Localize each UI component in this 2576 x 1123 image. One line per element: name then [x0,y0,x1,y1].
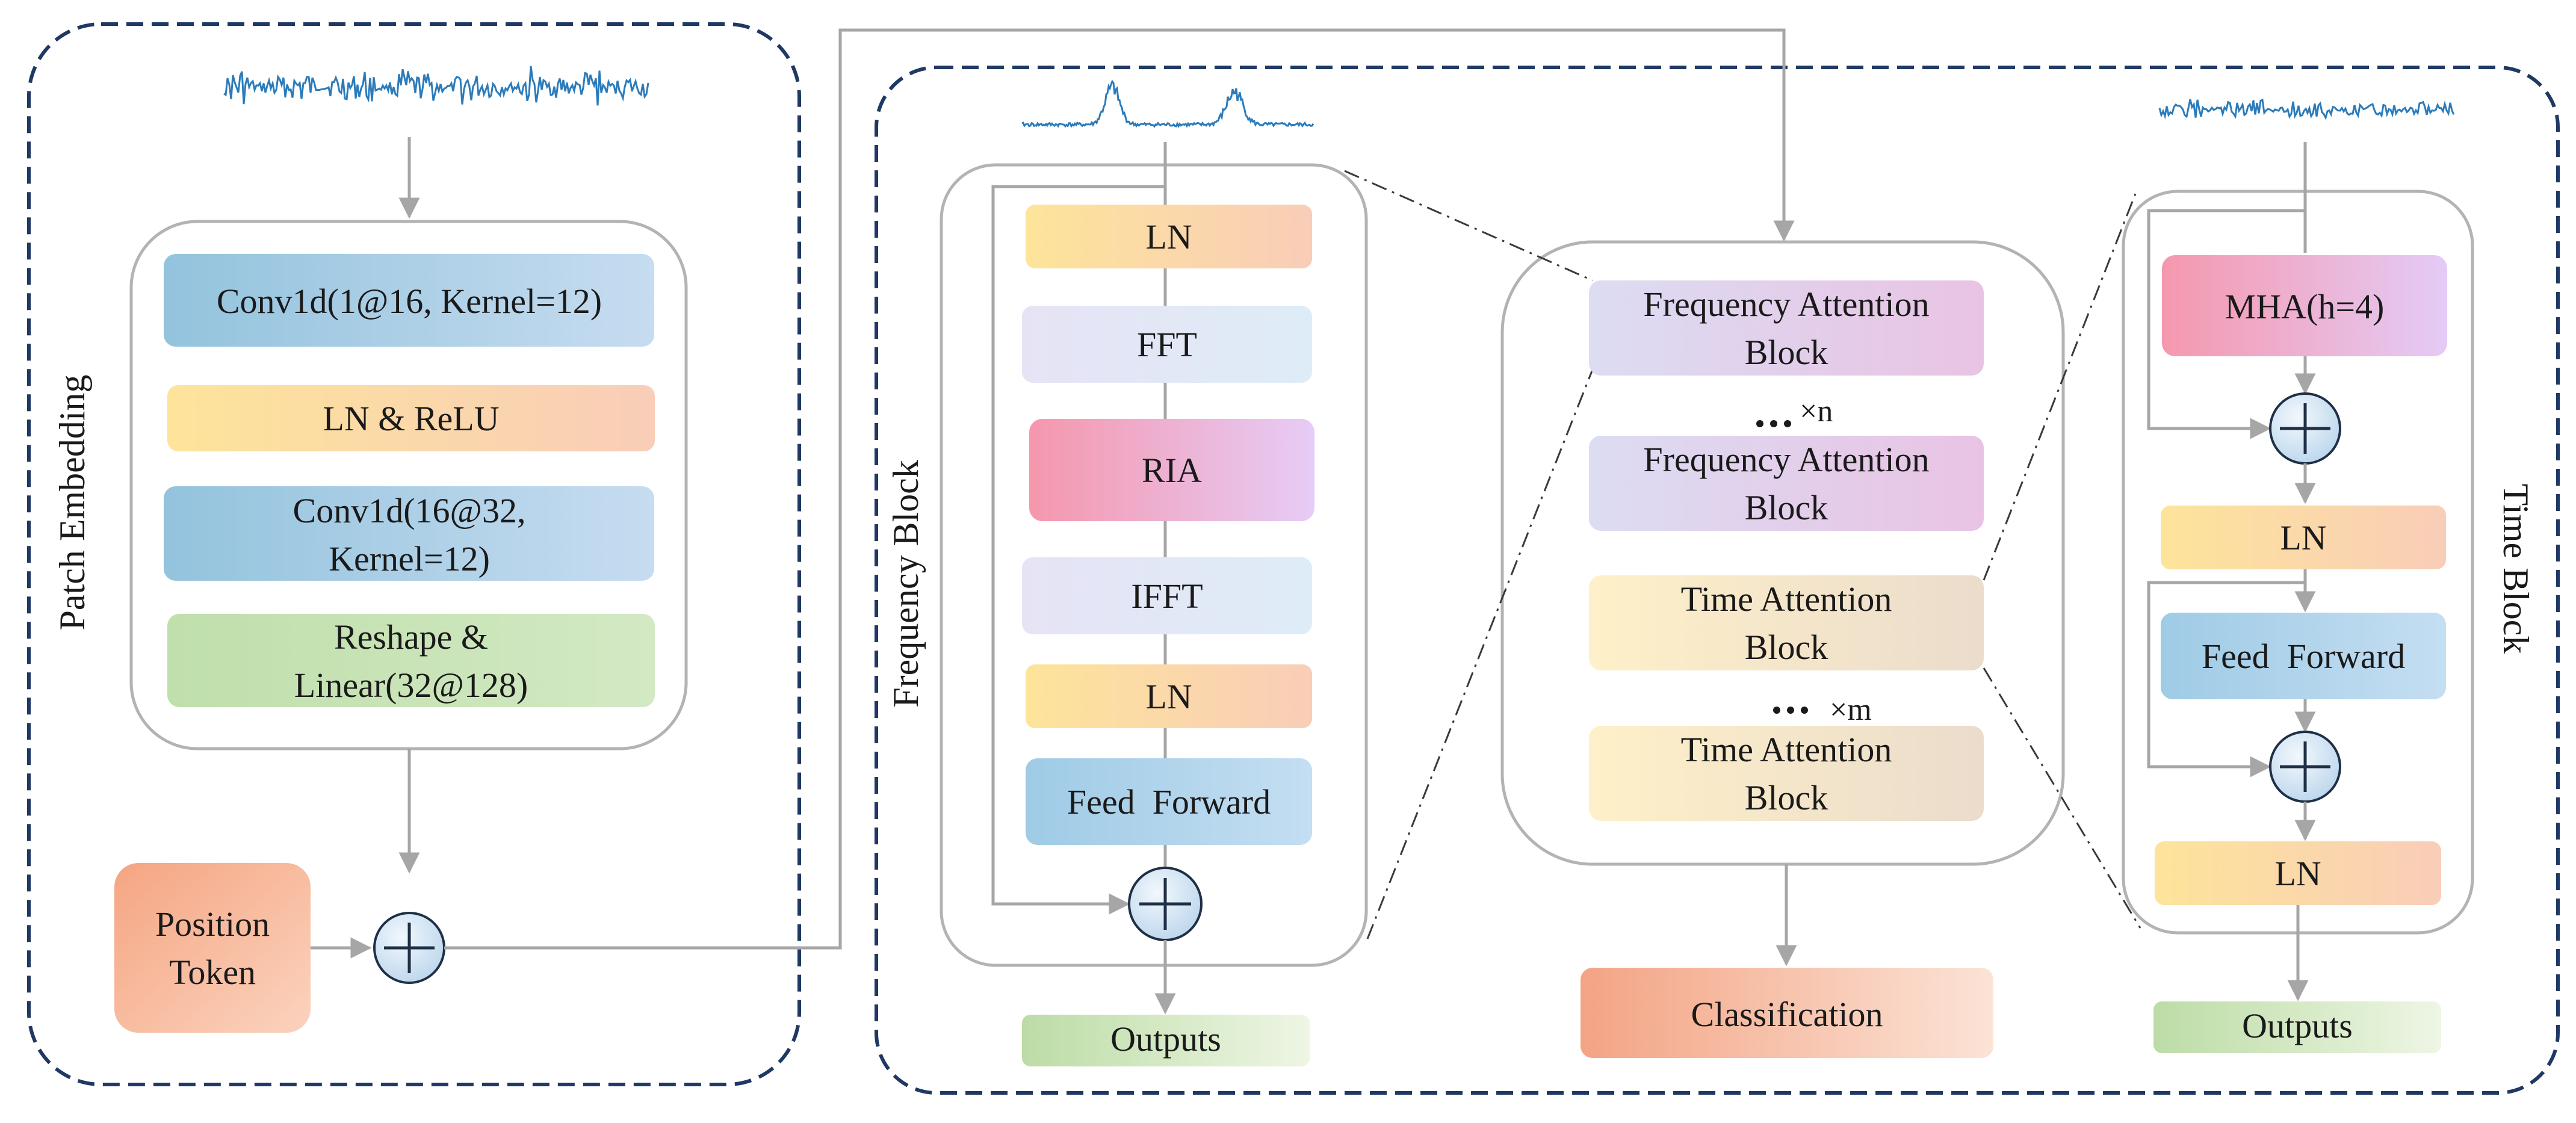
ellipsis-n [1756,420,1791,427]
outputs-label-time: Outputs [2242,1006,2353,1045]
add-icon-embedding [373,912,445,984]
conv1d-block-1 [164,254,654,347]
ln-block-bottom [1026,664,1312,728]
time-attention-2-line1: Time Attention [1681,730,1892,769]
ifft-label: IFFT [1131,577,1203,616]
ln-block-top [1026,205,1312,268]
fft-block [1022,306,1312,383]
mha-label: MHA(h=4) [2225,287,2385,326]
raw-signal-waveform [223,66,649,106]
frequency-block-title: Frequency Block [886,460,926,708]
mha-block [2162,255,2447,356]
ria-block [1029,419,1314,521]
ria-label: RIA [1142,451,1202,490]
time-residual-path-1 [2147,209,2305,439]
feed-forward-block-time [2161,613,2446,699]
time-residual-path-2 [2147,581,2305,778]
feed-forward-label-frequency: Feed Forward [1067,782,1271,821]
ln-top-label: LN [1145,217,1192,256]
ifft-block [1022,557,1312,634]
add-icon-time-1 [2269,392,2341,465]
patch-embedding-panel [27,22,801,1086]
reshape-linear-label-line2: Linear(32@128) [294,666,528,705]
frequency-attention-block-1 [1589,280,1984,376]
frequency-attention-1-line1: Frequency Attention [1643,285,1929,324]
reshape-linear-label-line1: Reshape & [334,617,488,657]
position-token-label-line1: Position [155,905,270,944]
zoom-line-frequency-bottom [1366,369,1594,939]
outputs-block-time [2153,1001,2441,1053]
ln-time-1-label: LN [2280,518,2326,557]
ln-bottom-label: LN [1145,677,1192,716]
time-attention-block-2 [1589,726,1984,821]
connector-embedding-to-encoder [444,28,1795,950]
frequency-attention-2-line1: Frequency Attention [1643,440,1929,479]
patch-embedding-title: Patch Embedding [52,375,92,631]
outputs-label-frequency: Outputs [1110,1019,1221,1059]
model-panel [875,66,2560,1095]
add-icon-frequency [1128,867,1203,941]
ln-block-time-2 [2155,841,2441,905]
ellipsis-m [1773,707,1808,714]
time-attention-block-1 [1589,575,1984,670]
frequency-attention-2-line2: Block [1745,488,1828,527]
spectrum-waveform [1021,79,1314,128]
position-token-label-line2: Token [169,953,256,992]
classification-block [1581,968,1993,1058]
add-icon-time-2 [2269,731,2341,803]
frequency-block-container [940,163,1368,967]
fft-label: FFT [1137,325,1197,364]
time-signal-waveform [2158,98,2455,120]
outputs-block-frequency [1022,1015,1310,1066]
frequency-residual-path [991,185,1165,915]
zoom-line-frequency-top [1344,170,1593,282]
conv1d-block-1-label: Conv1d(1@16, Kernel=12) [217,282,602,321]
position-token-block [114,863,311,1033]
conv1d-block-2-label-line1: Conv1d(16@32, [293,491,526,530]
ln-relu-label: LN & ReLU [323,399,499,438]
ln-time-2-label: LN [2274,854,2321,893]
time-block-title: Time Block [2496,484,2536,654]
repeat-n-label: ×n [1800,394,1833,428]
time-attention-2-line2: Block [1745,778,1828,817]
encoder-stack-container [1500,240,2065,866]
frequency-attention-1-line2: Block [1745,333,1828,372]
time-attention-1-line1: Time Attention [1681,580,1892,619]
zoom-line-time-top [1983,193,2137,581]
feed-forward-block-frequency [1026,758,1312,845]
zoom-line-time-bottom [1983,667,2141,929]
repeat-m-label: ×m [1830,693,1872,727]
classification-label: Classification [1691,995,1883,1034]
ln-relu-block [167,385,655,451]
frequency-attention-block-2 [1589,436,1984,531]
reshape-linear-block [167,614,655,707]
ln-block-time-1 [2161,506,2446,569]
feed-forward-label-time: Feed Forward [2202,637,2405,676]
conv1d-block-2 [164,486,654,581]
time-attention-1-line2: Block [1745,628,1828,667]
conv1d-block-2-label-line2: Kernel=12) [329,539,490,578]
